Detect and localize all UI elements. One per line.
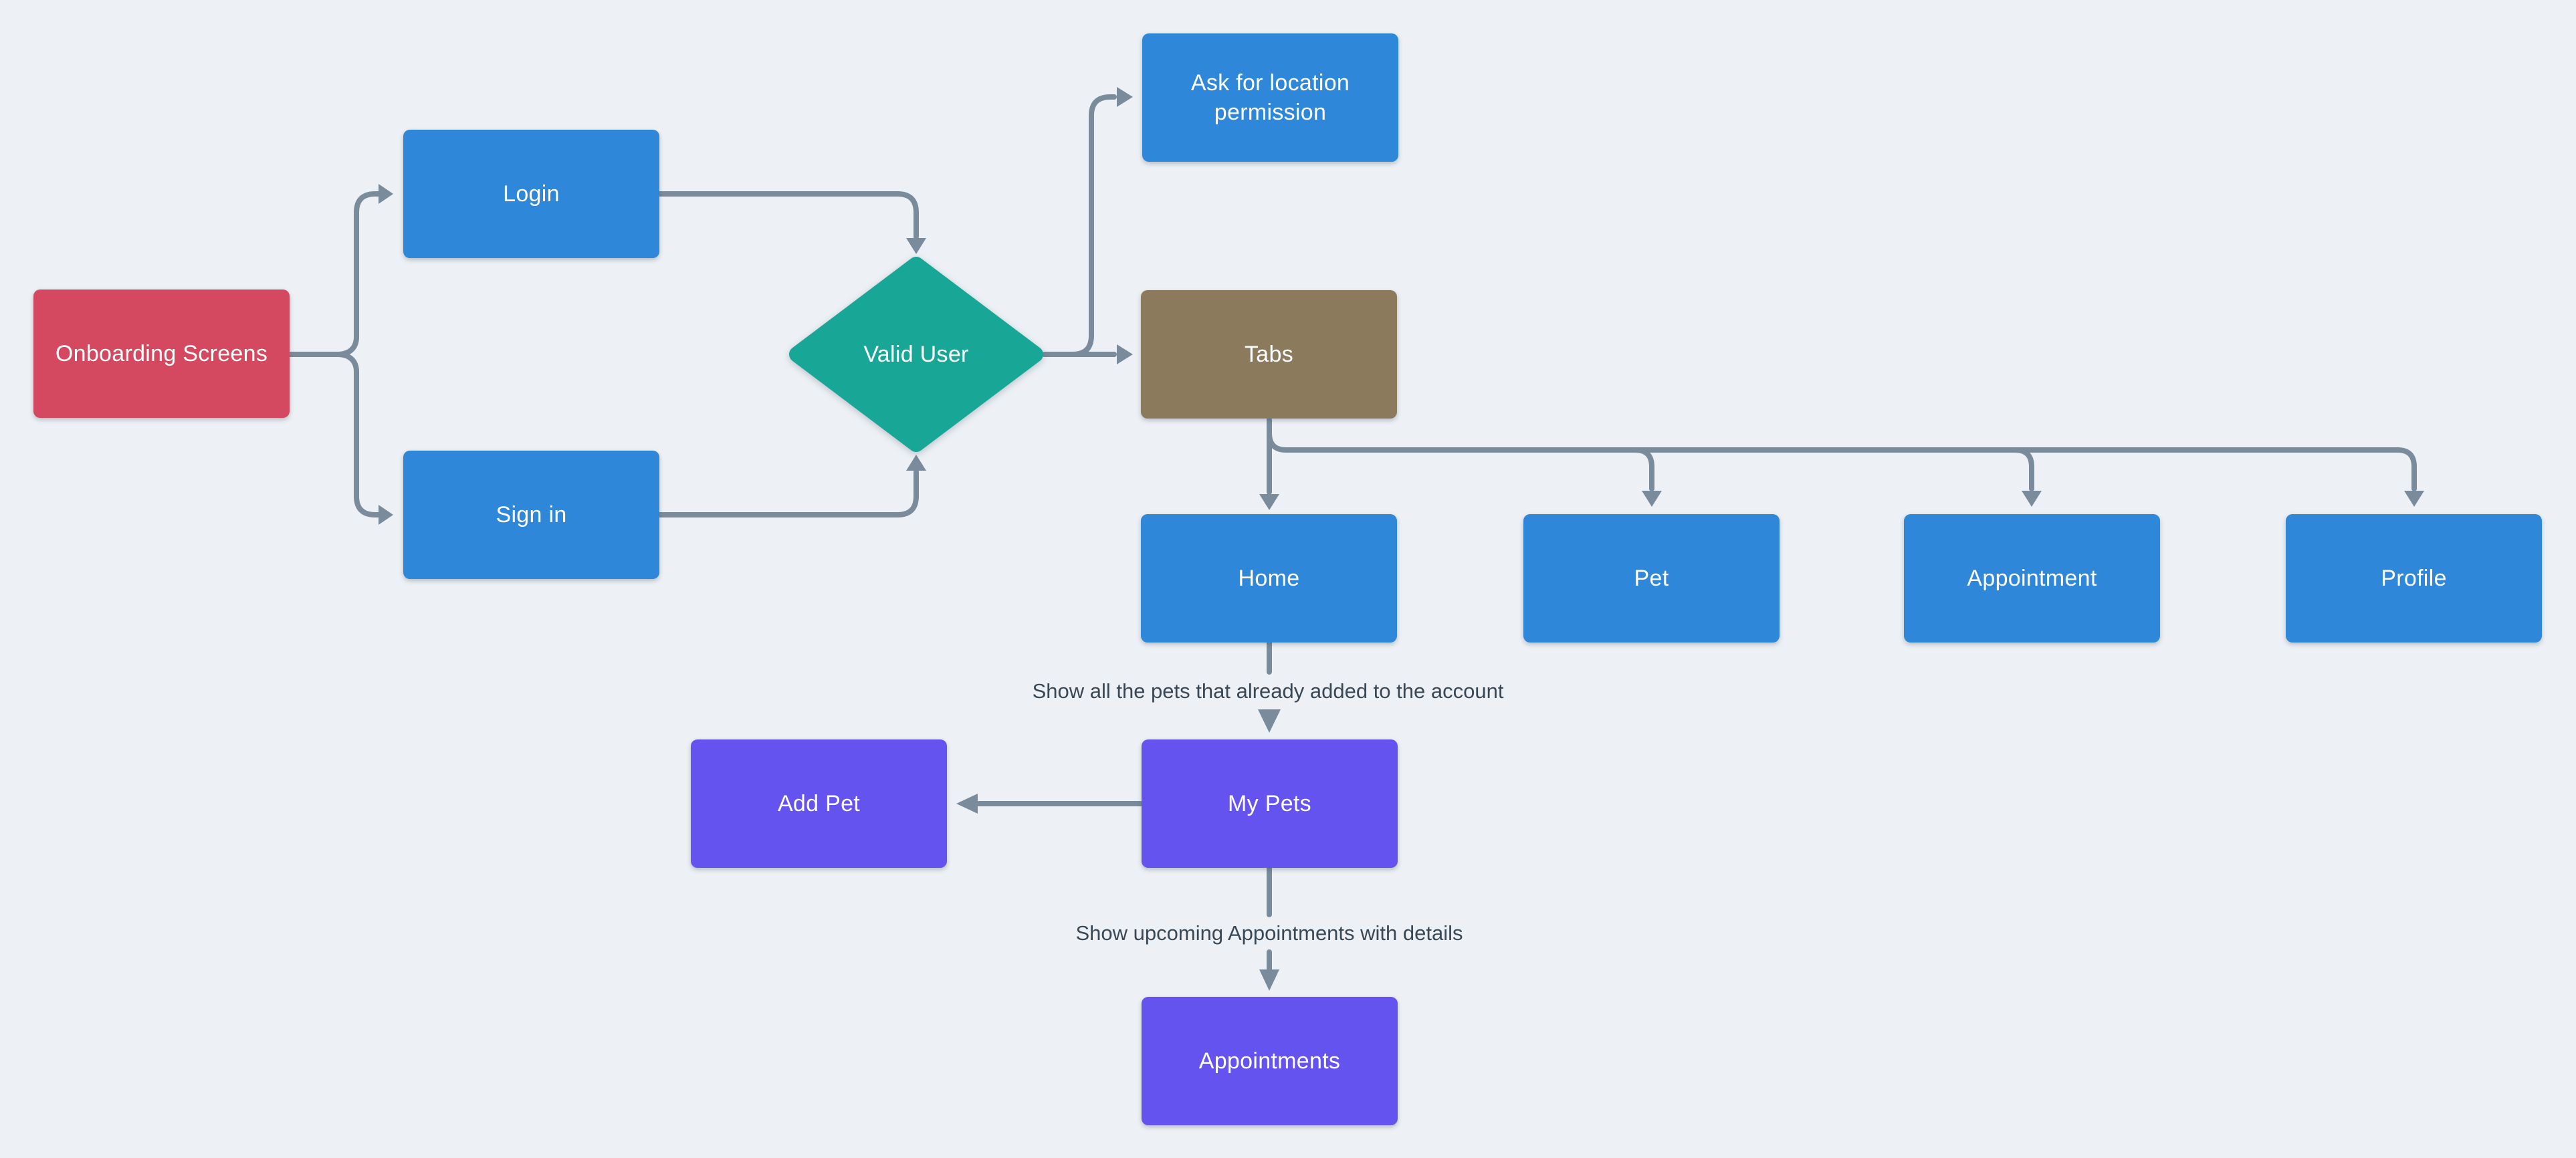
edge-login-to-valid-user xyxy=(657,191,926,254)
node-valid-user[interactable]: Valid User xyxy=(782,251,1050,458)
node-my-pets[interactable]: My Pets xyxy=(1142,739,1398,868)
node-label: Pet xyxy=(1634,566,1669,591)
edge-my-pets-to-add-pet xyxy=(956,794,1143,814)
node-label: Onboarding Screens xyxy=(55,341,268,366)
node-label: Add Pet xyxy=(777,791,861,816)
node-appointment[interactable]: Appointment xyxy=(1904,514,2160,643)
node-label: Appointments xyxy=(1198,1048,1341,1074)
node-login[interactable]: Login xyxy=(403,130,659,258)
node-label: Ask for location permission xyxy=(1190,70,1350,125)
node-appointments[interactable]: Appointments xyxy=(1142,997,1398,1125)
node-label: Appointment xyxy=(1967,566,2097,591)
edge-onboarding-branch xyxy=(287,184,393,525)
node-profile[interactable]: Profile xyxy=(2286,514,2542,643)
edge-home-to-my-pets xyxy=(1258,640,1281,733)
node-sign-in[interactable]: Sign in xyxy=(403,451,659,579)
node-label: Tabs xyxy=(1244,342,1294,367)
node-label: Sign in xyxy=(496,502,567,528)
node-onboarding-screens[interactable]: Onboarding Screens xyxy=(33,290,290,418)
node-tabs[interactable]: Tabs xyxy=(1141,290,1397,419)
node-ask-location-permission[interactable]: Ask for location permission xyxy=(1142,33,1398,162)
edge-my-pets-to-appointments xyxy=(1259,864,1279,991)
node-add-pet[interactable]: Add Pet xyxy=(691,739,947,868)
edge-signin-to-valid-user xyxy=(657,455,926,517)
diamond-shape xyxy=(789,257,1043,452)
node-label: My Pets xyxy=(1228,791,1311,816)
node-label: Home xyxy=(1238,566,1300,591)
edge-tabs-trunk xyxy=(1267,431,2424,507)
edge-label-my-pets-to-appointments: Show upcoming Appointments with details xyxy=(1075,921,1463,945)
edge-valid-user-to-ask-location xyxy=(1070,87,1133,357)
node-pet[interactable]: Pet xyxy=(1523,514,1780,643)
node-label: Valid User xyxy=(863,341,969,367)
node-home[interactable]: Home xyxy=(1141,514,1397,643)
edge-label-home-to-my-pets: Show all the pets that already added to … xyxy=(1032,679,1504,703)
node-label: Profile xyxy=(2381,566,2447,591)
node-label: Login xyxy=(503,181,560,207)
